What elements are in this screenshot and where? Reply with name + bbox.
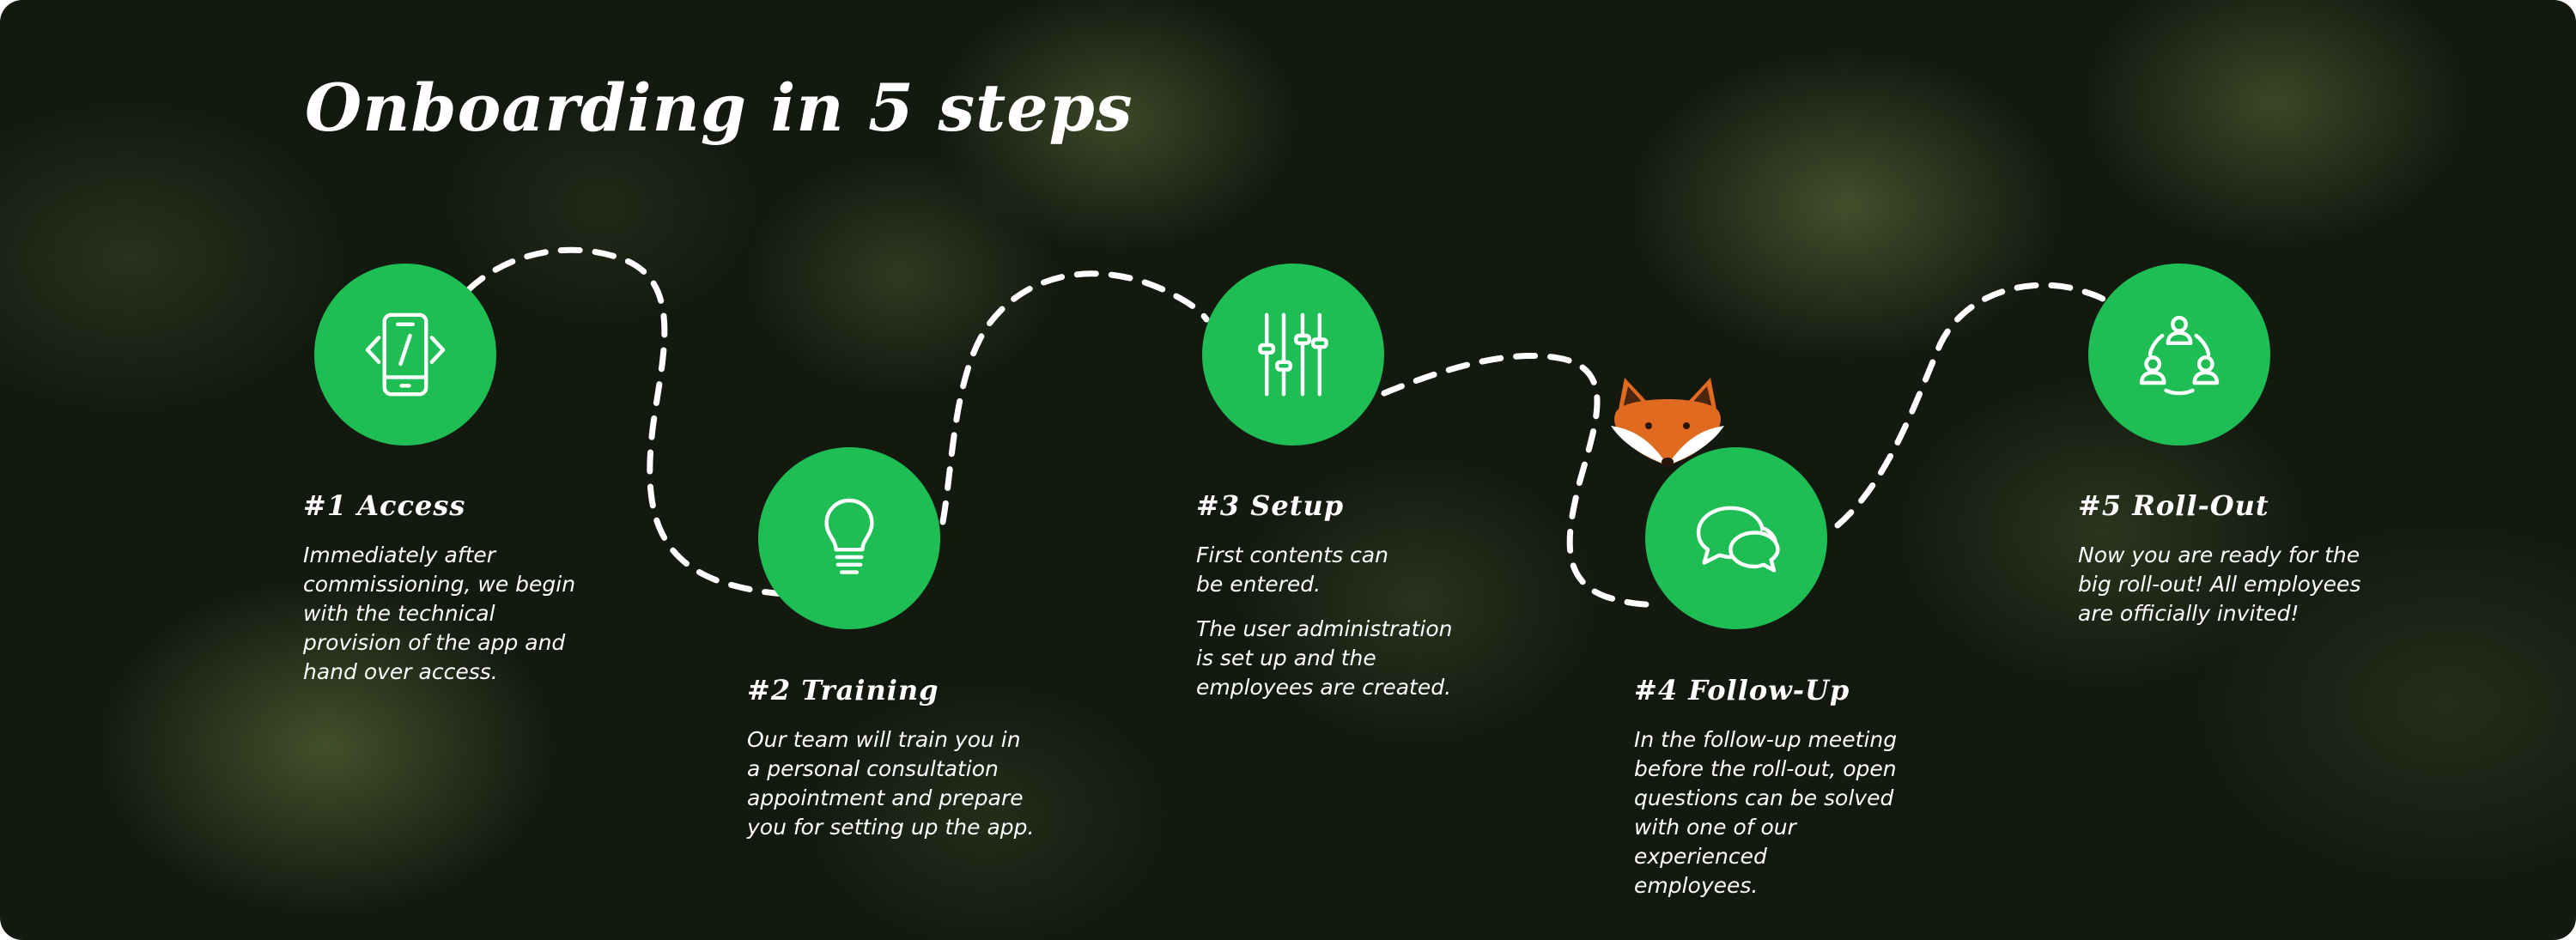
step-4-description: In the follow-up meeting before the roll… <box>1634 727 1898 898</box>
page-title: Onboarding in 5 steps <box>305 70 1133 146</box>
chat-bubbles-icon <box>1696 506 1780 573</box>
step-1-description: Immediately after commissioning, we begi… <box>303 543 576 684</box>
step-2-title: #2 Training <box>747 674 939 707</box>
step-1-text: #1 Access Immediately after commissionin… <box>303 489 595 687</box>
step-5-icon-circle <box>2088 264 2270 446</box>
step-4-icon-circle <box>1645 447 1827 629</box>
step-4-title: #4 Follow-Up <box>1634 674 1850 707</box>
step-1-icon-circle <box>314 264 496 446</box>
mobile-code-icon <box>365 312 446 397</box>
step-2-text: #2 Training Our team will train you in a… <box>747 674 1039 842</box>
people-network-icon <box>2139 315 2220 396</box>
step-4-text: #4 Follow-Up In the follow-up meeting be… <box>1634 674 1926 901</box>
step-3-description-1: First contents can be entered. <box>1196 543 1388 597</box>
step-5-title: #5 Roll-Out <box>2078 489 2269 522</box>
step-2-icon-circle <box>758 447 940 629</box>
step-3-title: #3 Setup <box>1196 489 1345 522</box>
step-2-description: Our team will train you in a personal co… <box>747 727 1035 840</box>
step-3-description-2: The user administration is set up and th… <box>1196 616 1453 700</box>
step-5-description: Now you are ready for the big roll-out! … <box>2078 543 2361 626</box>
step-5-text: #5 Roll-Out Now you are ready for the bi… <box>2078 489 2370 628</box>
step-3-icon-circle <box>1202 264 1384 446</box>
sliders-icon <box>1258 312 1328 397</box>
step-3-text: #3 Setup First contents can be entered. … <box>1196 489 1488 702</box>
step-1-title: #1 Access <box>303 489 466 522</box>
lightbulb-icon <box>824 498 874 574</box>
fox-icon <box>1611 378 1724 466</box>
